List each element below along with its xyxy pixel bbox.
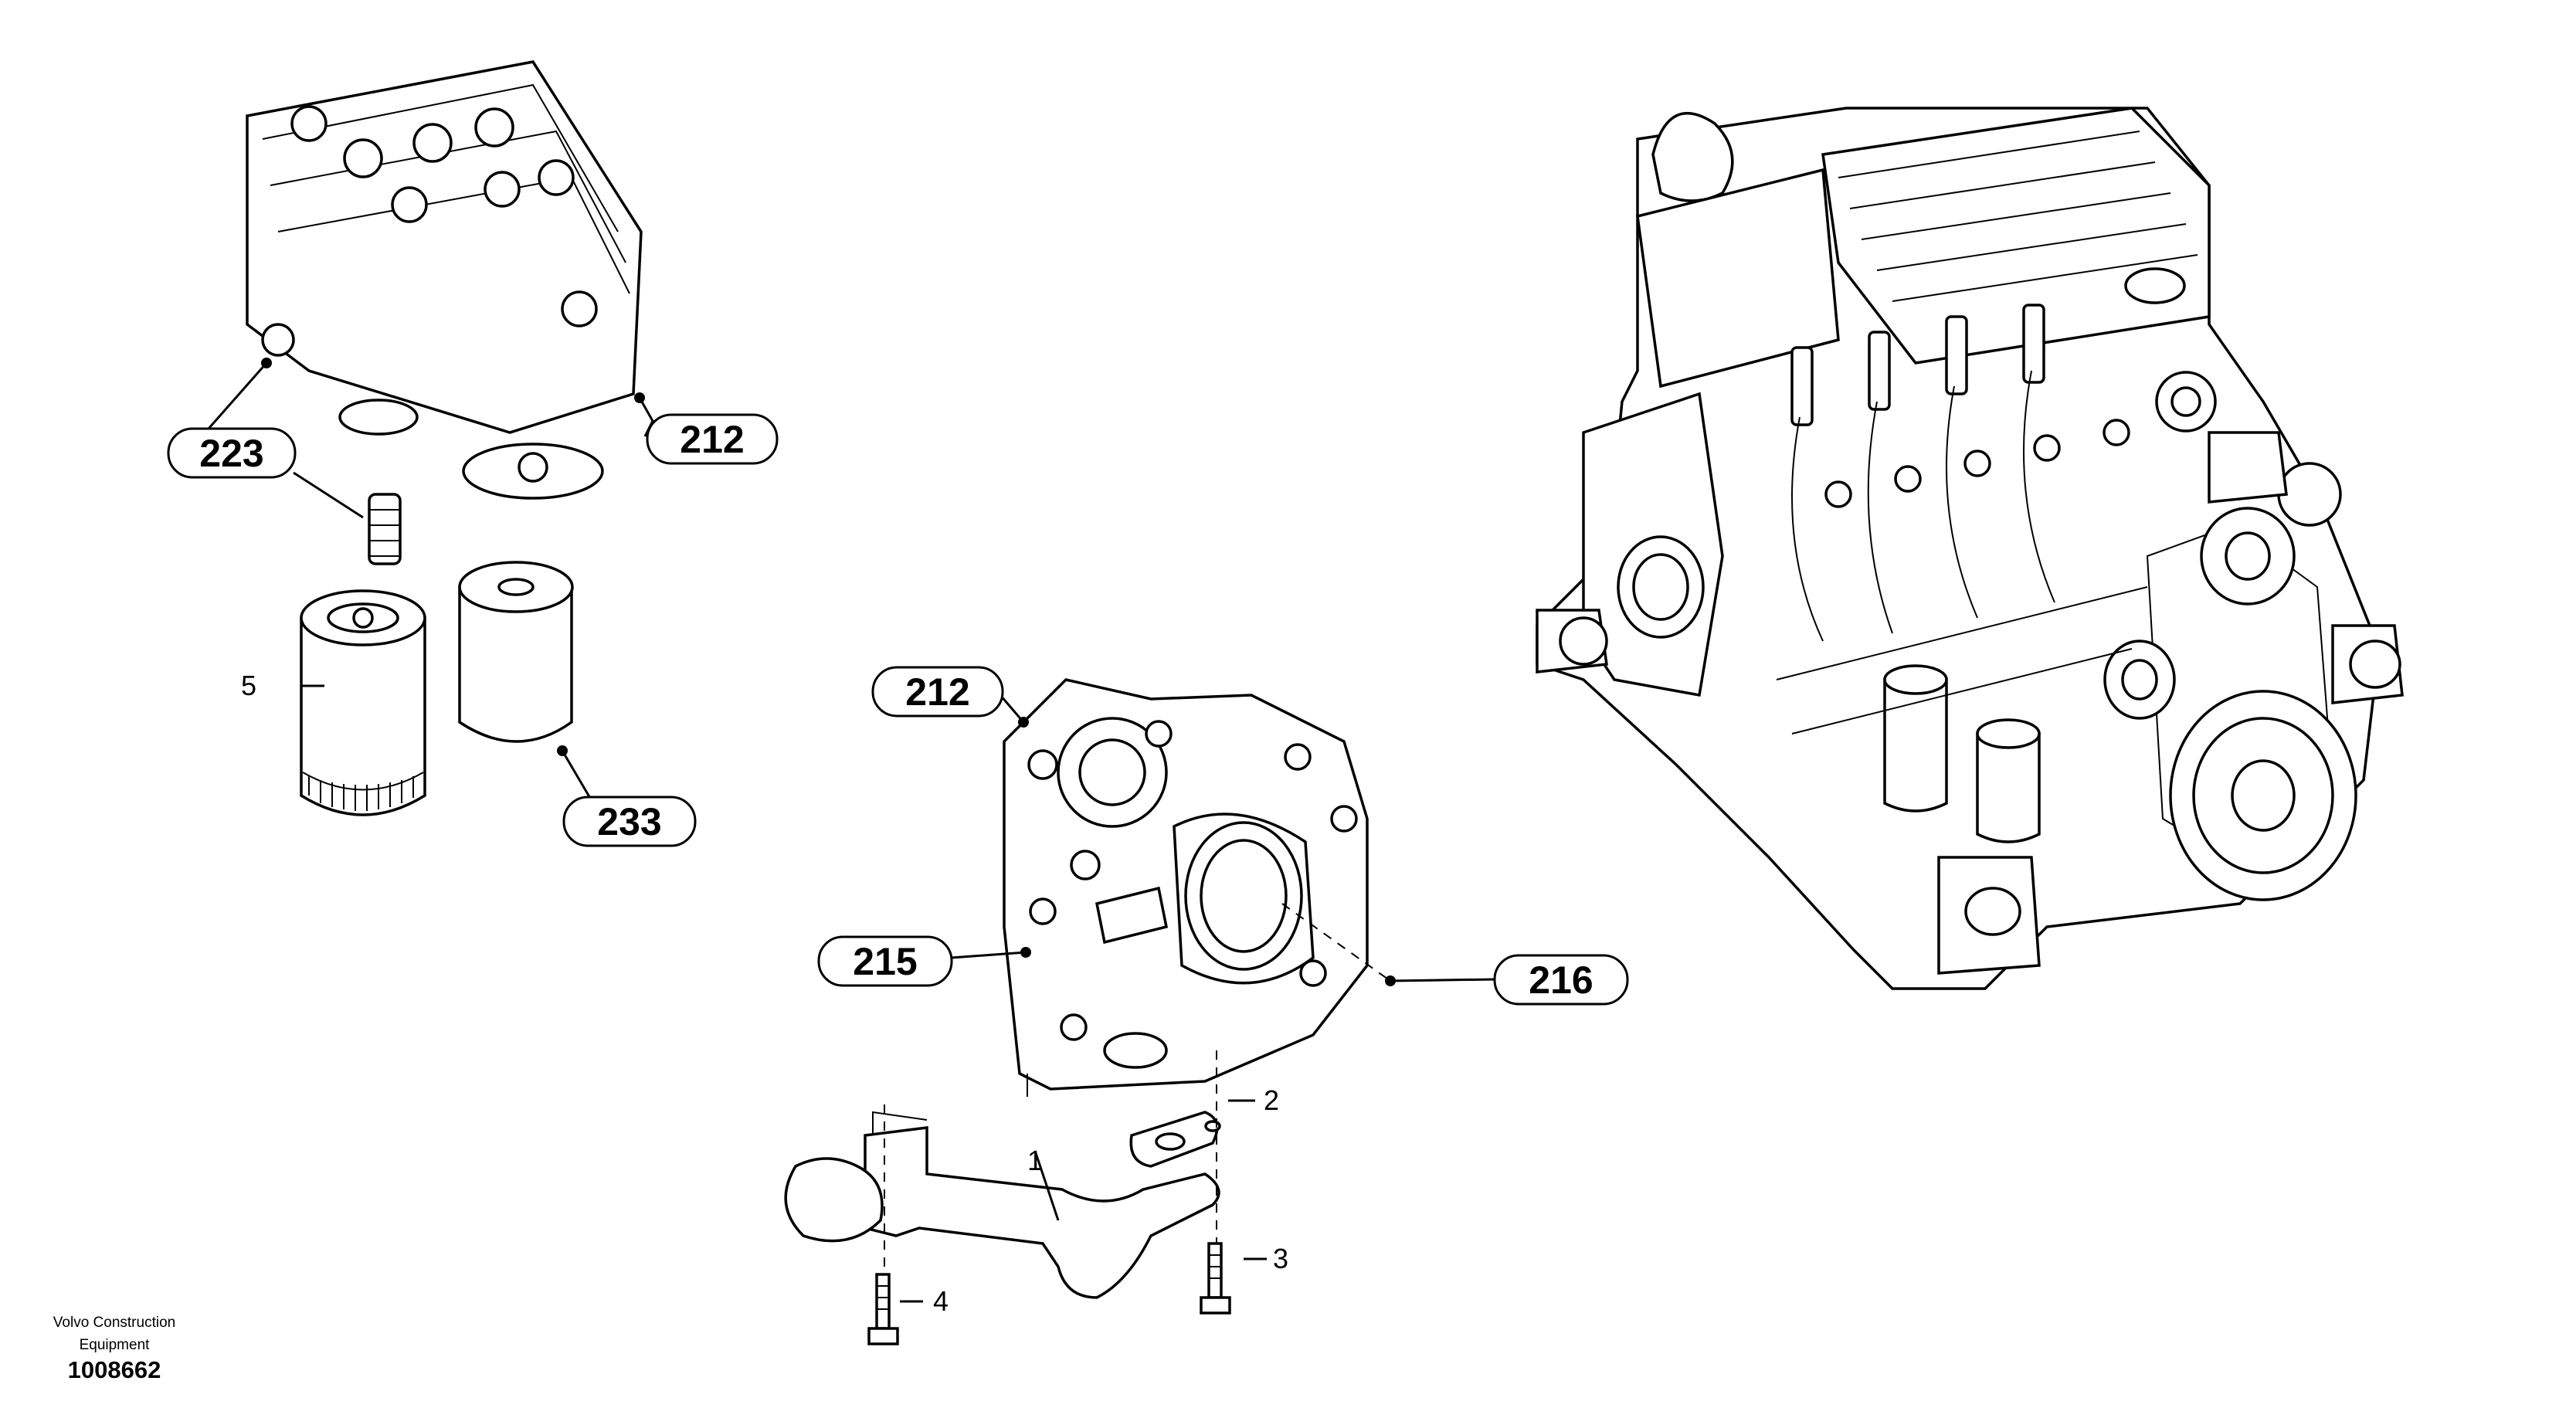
item-number-5: 5 xyxy=(241,670,256,701)
callout-215-label: 215 xyxy=(853,940,917,983)
bolt-3 xyxy=(1200,1242,1231,1315)
callout-223-label: 223 xyxy=(199,432,263,475)
gasket-2 xyxy=(1129,1111,1221,1168)
oil-suction-pipe-1 xyxy=(784,1111,1220,1299)
assembly-dashes xyxy=(884,903,1391,1274)
oil-filter-5 xyxy=(300,589,426,816)
oil-filter-233 xyxy=(458,561,574,743)
footer-brand-line2: Equipment xyxy=(80,1337,151,1353)
callout-216: 216 xyxy=(1493,954,1629,1006)
callout-212-top: 212 xyxy=(646,413,779,465)
footer-brand-line1: Volvo Construction xyxy=(53,1315,175,1331)
leaders-center xyxy=(900,694,1495,1303)
drawing-id: 1008662 xyxy=(68,1356,161,1383)
leaders-top-left xyxy=(207,358,654,800)
callout-215: 215 xyxy=(817,935,953,987)
threaded-nipple xyxy=(368,493,402,565)
timing-cover xyxy=(1003,678,1369,1097)
callout-212-mid-label: 212 xyxy=(905,670,969,714)
bolt-4 xyxy=(867,1273,899,1345)
callout-233-label: 233 xyxy=(597,800,661,843)
item-number-2: 2 xyxy=(1264,1084,1279,1116)
callout-223: 223 xyxy=(167,427,297,479)
oil-filter-housing xyxy=(246,60,643,500)
engine-assembly xyxy=(1536,107,2404,990)
callout-212-top-label: 212 xyxy=(680,418,744,461)
callout-233: 233 xyxy=(562,796,697,847)
item-number-3: 3 xyxy=(1273,1243,1288,1274)
callout-216-label: 216 xyxy=(1529,958,1593,1002)
callout-212-mid: 212 xyxy=(871,666,1004,718)
item-number-4: 4 xyxy=(933,1285,949,1317)
item-number-1: 1 xyxy=(1027,1145,1043,1176)
